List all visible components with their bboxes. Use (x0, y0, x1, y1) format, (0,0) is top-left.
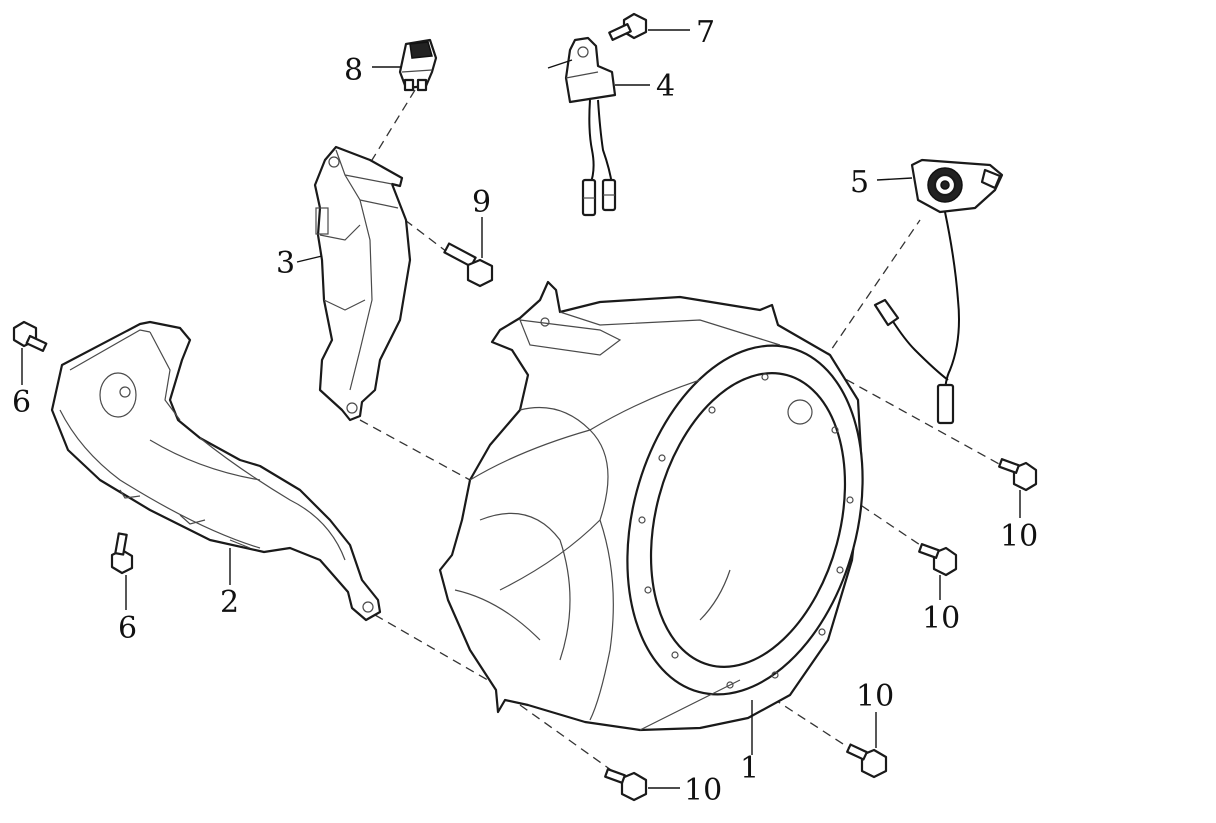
upper-cover-plate (313, 145, 412, 422)
fan-housing (438, 280, 864, 732)
leader-lines (21, 29, 1021, 789)
callout-6-left: 6 (12, 385, 31, 420)
callout-8: 8 (344, 53, 363, 88)
callout-5: 5 (850, 165, 869, 200)
callout-3: 3 (276, 246, 295, 281)
callout-labels: 1 2 3 4 5 6 6 7 8 9 10 10 10 10 (12, 15, 1038, 808)
callout-9: 9 (472, 185, 491, 220)
callout-4: 4 (656, 69, 675, 104)
bolt-10-lower-right (846, 743, 888, 779)
housing-bolt-holes (638, 373, 854, 689)
bolt-10-right (998, 458, 1038, 492)
bolt-7 (608, 12, 648, 41)
bolt-10-middle (918, 543, 958, 577)
ignition-module (564, 36, 617, 217)
callout-6-lower: 6 (118, 611, 137, 646)
callout-1: 1 (740, 751, 759, 786)
connector-8 (398, 38, 438, 92)
callout-10-middle: 10 (922, 601, 960, 636)
bolt-10-bottom (604, 768, 648, 802)
bolt-6-lower (110, 532, 134, 575)
callout-10-right: 10 (1000, 519, 1038, 554)
callout-10-lower-right: 10 (856, 679, 894, 714)
lower-shroud (50, 320, 382, 622)
callout-7: 7 (696, 15, 715, 50)
bolt-6-left (12, 320, 48, 352)
bolt-9 (443, 242, 494, 288)
callout-2: 2 (220, 585, 239, 620)
oil-sensor-switch (873, 158, 1004, 425)
callout-10-bottom: 10 (684, 773, 722, 808)
